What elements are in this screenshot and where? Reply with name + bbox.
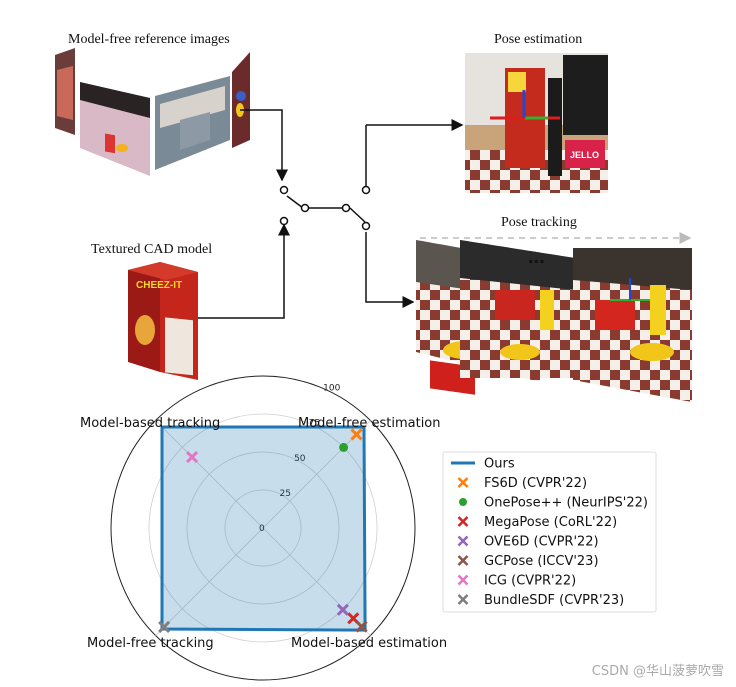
grid-circle: [110, 375, 416, 681]
grid-circle: [186, 451, 340, 605]
pose-tracking-label: Pose tracking: [501, 215, 577, 230]
cad-model: CHEEZ-IT: [128, 262, 198, 380]
radial-tick-label: 75: [309, 419, 320, 429]
legend-label: GCPose (ICCV'23): [484, 554, 599, 569]
legend-swatch: [457, 535, 469, 547]
pose-estimation-label: Pose estimation: [494, 32, 583, 47]
grid-spoke: [155, 420, 264, 529]
grid-spoke: [155, 527, 264, 636]
watermark: CSDN @华山菠萝吹雪: [591, 664, 724, 679]
legend-label: BundleSDF (CVPR'23): [484, 593, 624, 608]
grid-circle: [148, 413, 378, 643]
ellipsis: ...: [528, 246, 545, 268]
cad-label: Textured CAD model: [91, 242, 213, 257]
marker-bundlesdf-cvpr-23: [158, 620, 171, 633]
legend-swatch: [457, 555, 469, 566]
legend-swatch: [459, 498, 467, 506]
axis-label: Model-free estimation: [298, 416, 441, 431]
radial-tick-label: 50: [294, 454, 306, 464]
marker-fs6d-cvpr-22: [350, 428, 363, 441]
cad-box-text: CHEEZ-IT: [136, 280, 182, 291]
switch-wiring: [198, 109, 464, 319]
axis-label: Model-based estimation: [291, 636, 447, 651]
legend-label: FS6D (CVPR'22): [484, 476, 587, 491]
legend-label: MegaPose (CoRL'22): [484, 515, 617, 530]
axis-label: Model-based tracking: [80, 416, 220, 431]
legend-swatch: [457, 477, 469, 488]
legend-label: OnePose++ (NeurIPS'22): [484, 496, 648, 511]
legend-swatch: [457, 594, 469, 605]
pose-tracking-images: ...: [416, 232, 692, 402]
marker-icg-cvpr-22: [186, 451, 199, 464]
legend-swatch: [457, 574, 469, 586]
axis-label: Model-free tracking: [87, 636, 214, 651]
marker-onepose-neurips-22: [339, 442, 349, 452]
radial-tick-label: 0: [259, 524, 265, 534]
legend-label: OVE6D (CVPR'22): [484, 535, 599, 550]
marker-ove6d-cvpr-22: [336, 603, 349, 616]
radial-tick-label: 25: [280, 489, 291, 499]
legend-label: Ours: [484, 457, 515, 472]
jello-text: JELLO: [570, 150, 599, 160]
radial-tick-label: 100: [323, 384, 340, 394]
grid-circle: [224, 489, 302, 567]
reference-images: [55, 48, 250, 176]
legend-label: ICG (CVPR'22): [484, 574, 576, 589]
marker-gcpose-iccv-23: [355, 620, 368, 633]
pose-estimation-image: JELLO: [465, 53, 608, 193]
legend-swatch: [457, 516, 469, 527]
ref-images-label: Model-free reference images: [68, 32, 230, 47]
